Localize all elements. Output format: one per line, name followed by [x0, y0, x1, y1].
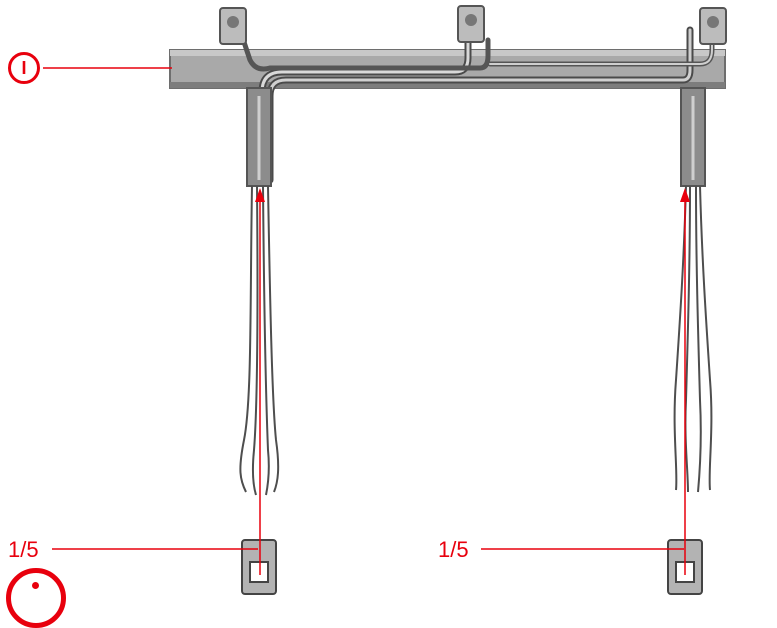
marker-top-symbol: I [21, 57, 27, 78]
top-clip-left [219, 7, 247, 45]
connector-left [241, 539, 277, 595]
top-clip-middle [457, 5, 485, 43]
wires-left [239, 185, 280, 496]
marker-bottom-circle [6, 568, 66, 628]
callout-label-right: 1/5 [438, 537, 469, 562]
sleeve-right [680, 87, 706, 187]
callout-lines [43, 67, 690, 575]
sleeve-left [246, 87, 272, 187]
hardware-diagram [43, 5, 727, 595]
arrow-left-head [255, 188, 265, 202]
marker-top-circle: I [8, 52, 40, 84]
wires-right [673, 185, 713, 493]
wire-harness [237, 25, 715, 184]
arrow-right-head [680, 188, 690, 202]
callout-label-left: 1/5 [8, 537, 39, 562]
top-clip-right [699, 7, 727, 45]
marker-bottom-dot [32, 582, 39, 589]
